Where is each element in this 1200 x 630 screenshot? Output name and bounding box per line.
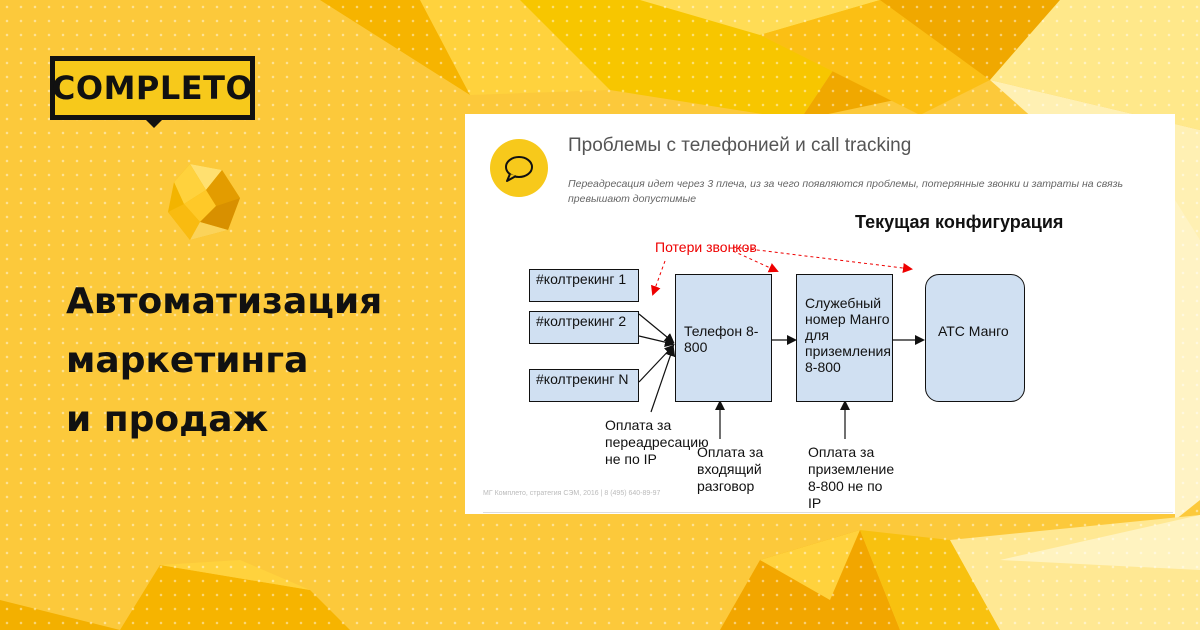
note-landing-payment: Оплата за приземление 8-800 не по IP (808, 444, 895, 511)
phone-box: Телефон 8-800 (675, 274, 772, 402)
completo-logo[interactable]: COMPLETO (50, 56, 255, 128)
slide-footer: МГ Комплето, стратегия СЭМ, 2016 | 8 (49… (483, 490, 661, 497)
call-loss-label: Потери звонков (655, 239, 757, 255)
arrow-tracking2-to-phone (638, 335, 675, 348)
loss-arrow-left (651, 260, 666, 296)
gem-icon (168, 164, 240, 240)
note-redirect-payment: Оплата за переадресацию не по IP (605, 417, 709, 467)
diagram-title: Текущая конфигурация (855, 212, 1064, 232)
tracking-box-1: #колтрекинг 1 (529, 269, 639, 302)
headline: Автоматизация маркетинга и продаж (66, 272, 446, 449)
logo-text: COMPLETO (51, 69, 254, 107)
headline-line-3: и продаж (66, 399, 269, 440)
tracking-box-n: #колтрекинг N (529, 369, 639, 402)
headline-line-1: Автоматизация (66, 281, 383, 322)
footer-divider (483, 512, 1173, 513)
speech-bubble-badge (490, 139, 548, 197)
tracking-box-2: #колтрекинг 2 (529, 311, 639, 344)
loss-arrow-right (732, 246, 913, 273)
loss-arrow-mid (732, 250, 779, 273)
slide-title: Проблемы с телефонией и call tracking (568, 135, 912, 156)
speech-bubble-icon (505, 156, 533, 182)
slide-subtitle: Переадресация идет через 3 плеча, из за … (568, 178, 1124, 205)
diagram-arrows (638, 246, 925, 439)
arrow-note-to-phone (650, 346, 676, 413)
pbx-box: АТС Манго (925, 274, 1025, 402)
headline-line-2: маркетинга (66, 340, 309, 381)
slide-preview: Проблемы с телефонией и call tracking Пе… (465, 114, 1175, 514)
note-incoming-payment: Оплата за входящий разговор (697, 444, 764, 494)
logo-speech-tail (146, 120, 162, 128)
service-number-box: Служебный номер Манго для приземления 8-… (796, 274, 893, 402)
